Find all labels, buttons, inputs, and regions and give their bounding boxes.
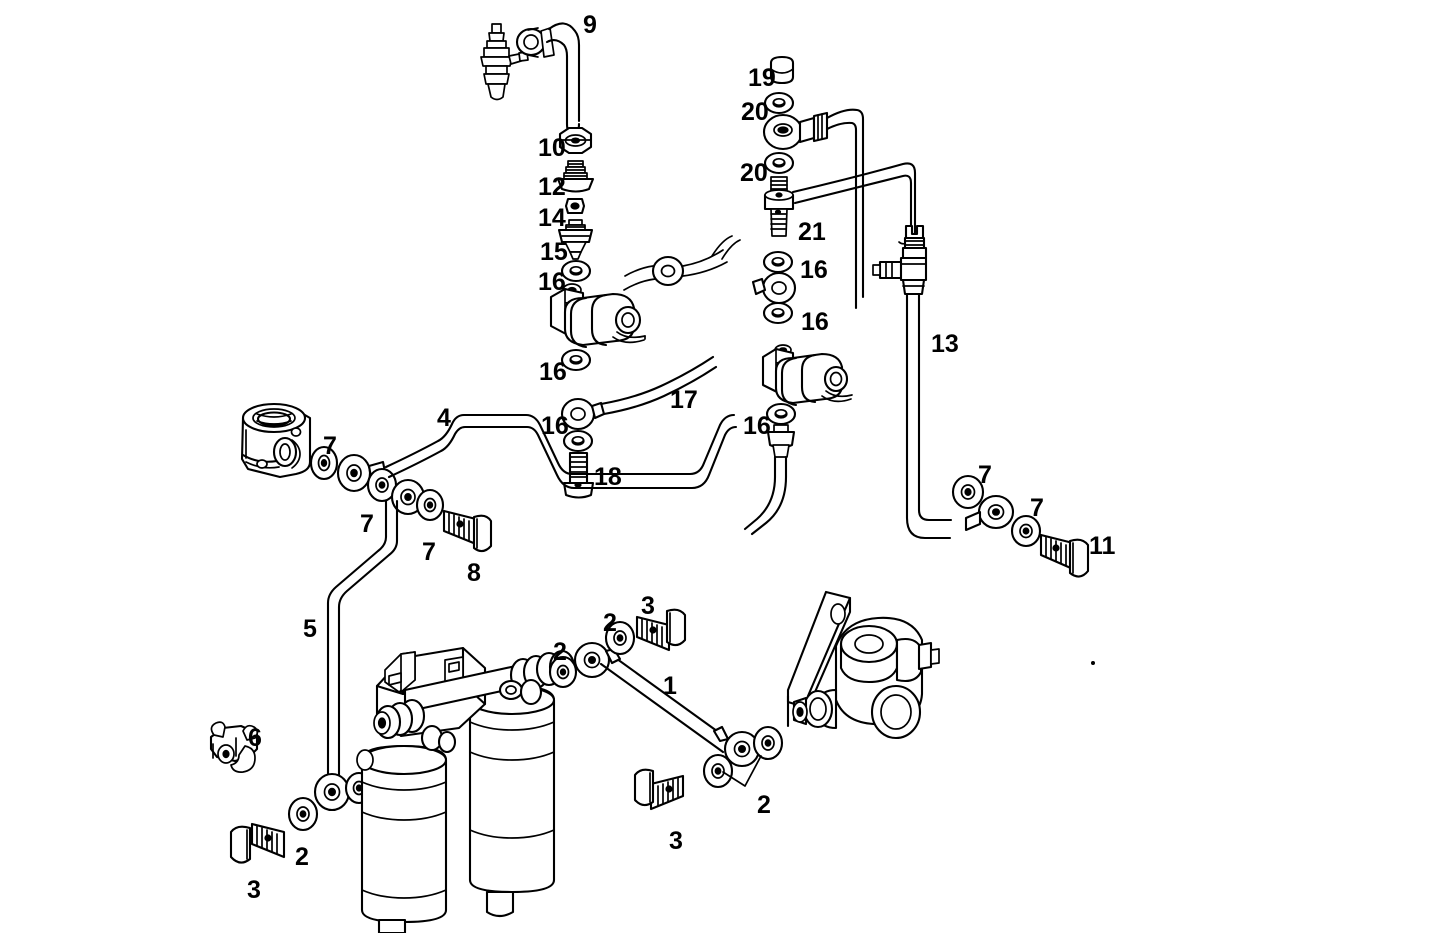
callout-16-d: 16 <box>539 358 567 386</box>
callout-16-e: 16 <box>541 412 569 440</box>
callout-20-b: 20 <box>740 159 768 187</box>
injector-body-right <box>761 344 853 407</box>
callout-2-d: 2 <box>295 843 309 871</box>
callout-11: 11 <box>1089 532 1116 560</box>
callout-17: 17 <box>670 386 698 414</box>
callout-12: 12 <box>538 173 566 201</box>
callout-9: 9 <box>583 11 597 39</box>
callout-16-f: 16 <box>743 412 771 440</box>
injector-body-left <box>549 283 646 349</box>
fuel-filter-assembly <box>356 646 576 933</box>
fuel-line-5 <box>326 499 399 781</box>
callout-3-a: 3 <box>641 592 655 620</box>
callout-6: 6 <box>248 724 262 752</box>
callout-13: 13 <box>931 330 959 358</box>
callout-3-c: 3 <box>247 876 261 904</box>
connecting-line-1 <box>548 608 784 811</box>
callout-16-b: 16 <box>800 256 828 284</box>
callout-18: 18 <box>594 463 622 491</box>
cap-nut-19 <box>769 55 795 85</box>
callout-3-b: 3 <box>669 827 683 855</box>
banjo-eye-upper-right <box>762 108 865 310</box>
callout-1: 1 <box>663 672 677 700</box>
pump-housing-left <box>240 402 312 479</box>
tee-connector-13 <box>872 224 953 540</box>
fitting-and-return-781 <box>743 424 796 536</box>
callout-19: 19 <box>748 64 776 92</box>
leak-off-line-9-assembly <box>480 22 581 136</box>
callout-5: 5 <box>303 615 317 643</box>
fitting-stack-10-16 <box>556 126 595 283</box>
callout-2-b: 2 <box>603 609 617 637</box>
callout-2-a: 2 <box>553 638 567 666</box>
callout-7-e: 7 <box>1030 494 1044 522</box>
banjo-assembly-right <box>951 474 1090 578</box>
line-clip-6 <box>209 721 259 773</box>
callout-4: 4 <box>437 404 451 432</box>
callout-16-c: 16 <box>801 308 829 336</box>
callout-10: 10 <box>538 134 566 162</box>
callout-16-a: 16 <box>538 268 566 296</box>
callout-21: 21 <box>798 218 826 246</box>
washers-16 <box>560 250 797 453</box>
callout-15: 15 <box>540 238 568 266</box>
feed-pump-body <box>786 590 940 740</box>
callout-14: 14 <box>538 204 566 232</box>
callout-7-d: 7 <box>978 461 992 489</box>
washer-stack-left-7 <box>309 445 493 553</box>
callout-7-b: 7 <box>360 510 374 538</box>
callout-8: 8 <box>467 559 481 587</box>
banjo-bolt-18 <box>562 451 595 499</box>
callout-7-c: 7 <box>422 538 436 566</box>
callout-2-c: 2 <box>757 791 771 819</box>
callout-20-a: 20 <box>741 98 769 126</box>
supply-line-4 <box>384 413 738 490</box>
sealing-ring-20-lower <box>763 151 795 175</box>
sealing-ring-20-upper <box>763 91 795 115</box>
hollow-screw-21 <box>763 176 795 237</box>
callout-7-a: 7 <box>323 432 337 460</box>
